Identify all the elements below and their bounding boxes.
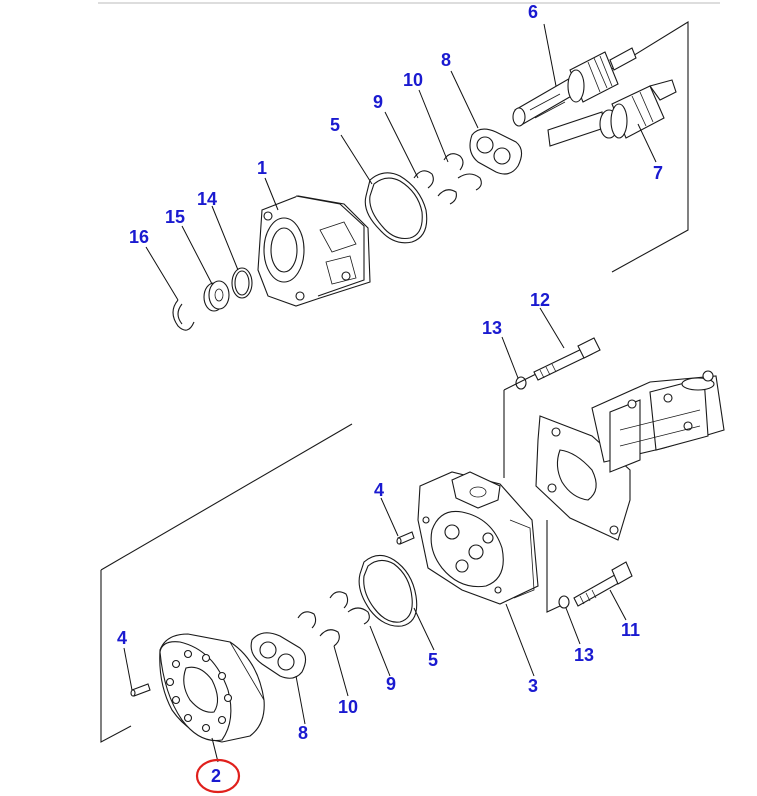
snap-ring-16: [172, 299, 195, 331]
callout-labels: 6 8 10 9 5 1 14 15 16 7 12 13 4 4 5 9 10…: [117, 2, 663, 786]
callout-6: 6: [528, 2, 538, 22]
callout-10-upper: 10: [403, 70, 423, 90]
callout-11: 11: [621, 620, 640, 640]
pin-4-middle: [396, 531, 415, 545]
cover-2: [159, 633, 265, 743]
callout-1: 1: [257, 158, 267, 178]
callout-5-lower: 5: [428, 650, 438, 670]
callout-10-lower: 10: [338, 697, 358, 717]
callout-2: 2: [211, 766, 221, 786]
seals-lower: [297, 591, 370, 647]
callout-13-upper: 13: [482, 318, 502, 338]
callout-8-lower: 8: [298, 723, 308, 743]
callout-9-lower: 9: [386, 674, 396, 694]
callout-16: 16: [129, 227, 149, 247]
callout-15: 15: [165, 207, 185, 227]
pin-4-lower: [130, 683, 151, 697]
drive-shaft-6: [512, 47, 637, 127]
bushing-8-upper: [469, 128, 523, 175]
bolt-12: [533, 337, 601, 381]
housing-1: [257, 195, 371, 307]
gear-shaft-7: [547, 79, 677, 147]
callout-4-lower: 4: [117, 628, 127, 648]
nut-15: [203, 280, 230, 312]
leader-lines: [123, 23, 657, 763]
gasket-5-upper: [364, 172, 428, 244]
ring-14: [231, 267, 253, 299]
lower-frame: [100, 371, 561, 743]
body-3: [417, 471, 539, 605]
callout-3: 3: [528, 676, 538, 696]
callout-13-lower: 13: [574, 645, 594, 665]
callout-7: 7: [653, 163, 663, 183]
highlight-circle: [195, 758, 241, 794]
seals-upper: [413, 153, 482, 205]
callout-14: 14: [197, 189, 217, 209]
callout-9-upper: 9: [373, 92, 383, 112]
callout-5-upper: 5: [330, 115, 340, 135]
washer-13-upper: [515, 376, 527, 390]
callout-4-middle: 4: [374, 480, 384, 500]
callout-8-upper: 8: [441, 50, 451, 70]
callout-12: 12: [530, 290, 550, 310]
bushing-8-lower: [250, 632, 307, 679]
washer-13-lower: [558, 595, 570, 609]
bolt-11: [573, 561, 633, 607]
upper-frame: [609, 21, 689, 273]
gasket-5-lower: [358, 554, 418, 627]
pump-assembly: [535, 370, 725, 541]
